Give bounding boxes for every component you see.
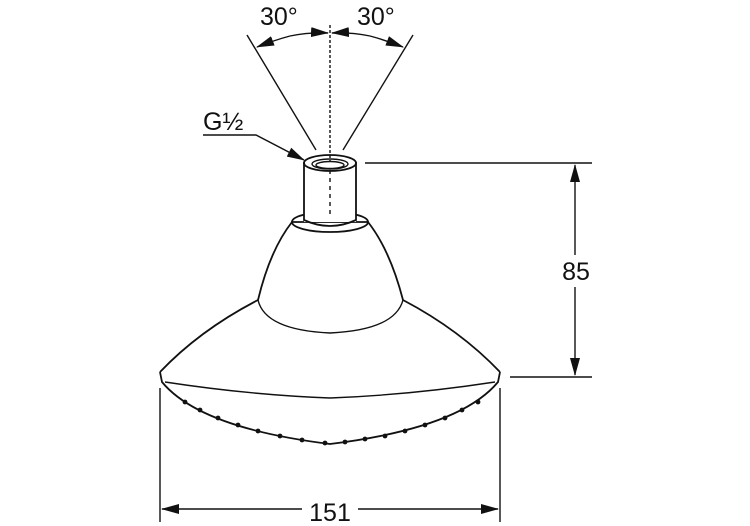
height-dimension: 85: [365, 162, 597, 378]
left-angle-arrow-out: [256, 35, 291, 48]
angle-right-label: 30°: [357, 3, 395, 31]
head-outline-top: [159, 221, 501, 373]
thread-leader-line: [203, 134, 305, 161]
face-plate-edge: [164, 381, 496, 399]
thread-label: G½: [203, 108, 243, 136]
shower-head: [159, 154, 501, 446]
swivel-angle-annotation: 30° 30°: [246, 3, 414, 215]
height-dimension-label: 85: [562, 258, 590, 286]
connector-nipple: [303, 162, 357, 227]
width-dimension: 151: [159, 388, 501, 526]
spray-nozzles: [182, 399, 481, 446]
body-seam: [257, 299, 404, 334]
right-angle-arrow-in: [331, 27, 371, 38]
right-angle-arrow-out: [369, 35, 404, 48]
left-angle-line: [246, 34, 317, 151]
head-rim: [159, 371, 501, 445]
left-angle-arrow-in: [289, 27, 329, 38]
right-angle-line: [342, 34, 414, 151]
width-dimension-label: 151: [309, 499, 351, 526]
thread-annotation: G½: [203, 108, 305, 161]
angle-left-label: 30°: [260, 3, 298, 31]
